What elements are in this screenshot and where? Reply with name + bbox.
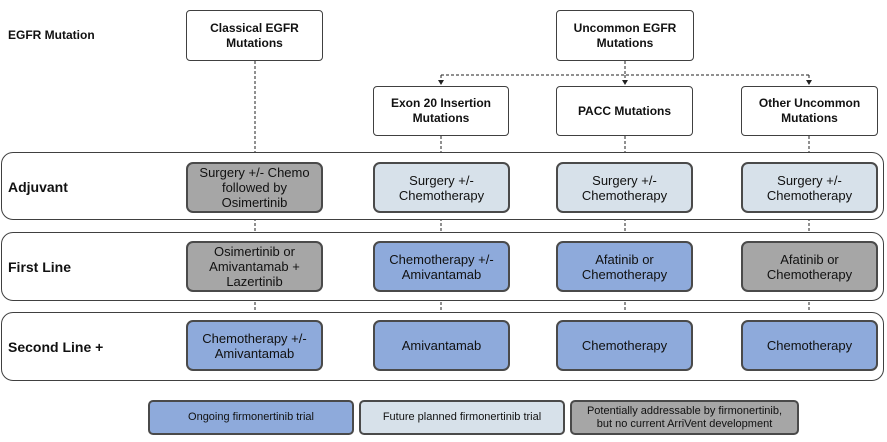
cell-first-line-exon20: Chemotherapy +/- Amivantamab bbox=[373, 241, 510, 292]
cell-second-line-classical: Chemotherapy +/- Amivantamab bbox=[186, 320, 323, 371]
exon20-header: Exon 20 Insertion Mutations bbox=[373, 86, 509, 136]
legend-future-trial: Future planned firmonertinib trial bbox=[359, 400, 565, 435]
classical-egfr-header: Classical EGFR Mutations bbox=[186, 10, 323, 61]
cell-second-line-exon20: Amivantamab bbox=[373, 320, 510, 371]
row-label-adjuvant: Adjuvant bbox=[8, 179, 68, 195]
cell-first-line-other: Afatinib or Chemotherapy bbox=[741, 241, 878, 292]
other-uncommon-header: Other Uncommon Mutations bbox=[741, 86, 878, 136]
row-label-second-line: Second Line + bbox=[8, 339, 104, 355]
row-header-label: EGFR Mutation bbox=[8, 28, 95, 42]
cell-second-line-other: Chemotherapy bbox=[741, 320, 878, 371]
cell-adjuvant-exon20: Surgery +/- Chemotherapy bbox=[373, 162, 510, 213]
pacc-header: PACC Mutations bbox=[556, 86, 693, 136]
arrowhead bbox=[806, 80, 812, 85]
cell-adjuvant-pacc: Surgery +/- Chemotherapy bbox=[556, 162, 693, 213]
cell-first-line-pacc: Afatinib or Chemotherapy bbox=[556, 241, 693, 292]
cell-second-line-pacc: Chemotherapy bbox=[556, 320, 693, 371]
arrowhead bbox=[622, 80, 628, 85]
legend-potentially-addressable: Potentially addressable by firmonertinib… bbox=[570, 400, 799, 435]
uncommon-egfr-header: Uncommon EGFR Mutations bbox=[556, 10, 694, 61]
legend-ongoing-trial: Ongoing firmonertinib trial bbox=[148, 400, 354, 435]
cell-adjuvant-other: Surgery +/- Chemotherapy bbox=[741, 162, 878, 213]
row-label-first-line: First Line bbox=[8, 259, 72, 275]
cell-adjuvant-classical: Surgery +/- Chemo followed by Osimertini… bbox=[186, 162, 323, 213]
arrowhead bbox=[438, 80, 444, 85]
cell-first-line-classical: Osimertinib or Amivantamab + Lazertinib bbox=[186, 241, 323, 292]
